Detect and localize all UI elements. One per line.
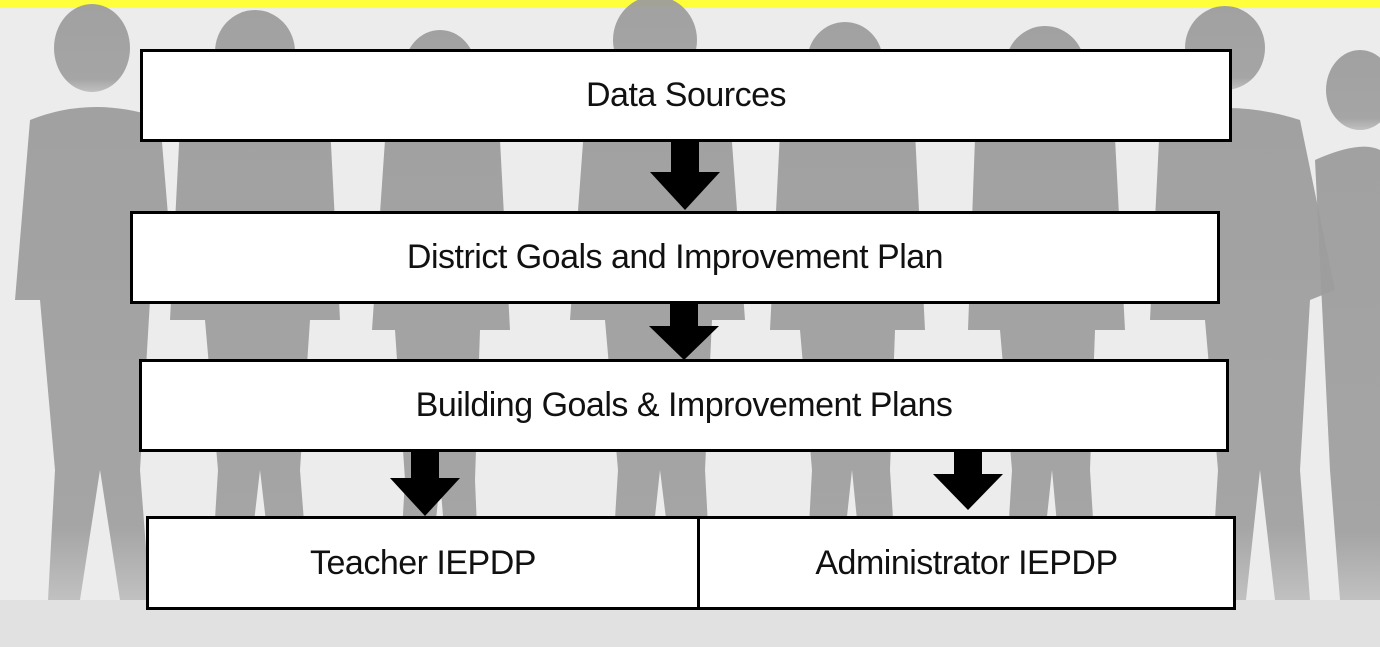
arrow-down-icon: [649, 304, 719, 360]
district-plan-box: District Goals and Improvement Plan: [130, 211, 1220, 304]
teacher-iepdp-label: Teacher IEPDP: [310, 543, 536, 582]
arrow-down-icon: [390, 452, 460, 516]
data-sources-label: Data Sources: [586, 76, 787, 114]
building-plans-label: Building Goals & Improvement Plans: [415, 386, 953, 424]
iepdp-row-box: Teacher IEPDP Administrator IEPDP: [146, 516, 1236, 610]
arrow-down-icon: [933, 452, 1003, 510]
arrow-down-icon: [650, 142, 720, 210]
district-plan-label: District Goals and Improvement Plan: [406, 238, 944, 276]
top-accent-bar: [0, 0, 1380, 8]
teacher-iepdp-cell: Teacher IEPDP: [149, 519, 700, 607]
building-plans-box: Building Goals & Improvement Plans: [139, 359, 1229, 452]
data-sources-box: Data Sources: [140, 49, 1232, 142]
administrator-iepdp-cell: Administrator IEPDP: [700, 519, 1233, 607]
administrator-iepdp-label: Administrator IEPDP: [815, 543, 1118, 582]
